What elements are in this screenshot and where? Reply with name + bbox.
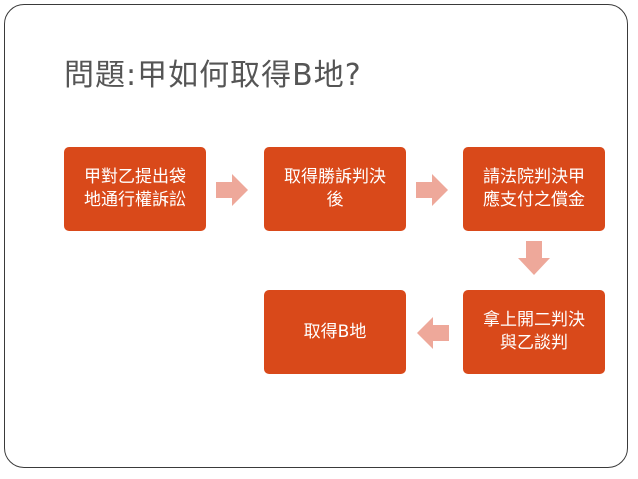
arrow-right-icon	[416, 174, 448, 206]
step-4-line-2: 與乙談判	[500, 333, 568, 353]
arrow-down-icon	[518, 241, 550, 275]
process-step-5: 取得B地	[264, 290, 406, 374]
arrow-left-icon	[417, 317, 449, 349]
process-step-2: 取得勝訴判決 後	[264, 147, 406, 231]
process-step-1: 甲對乙提出袋 地通行權訴訟	[64, 147, 206, 231]
step-4-line-1: 拿上開二判決	[483, 310, 585, 330]
process-step-4: 拿上開二判決 與乙談判	[463, 290, 605, 374]
slide-frame	[4, 4, 628, 468]
step-1-line-2: 地通行權訴訟	[84, 190, 186, 210]
slide-title: 問題:甲如何取得B地?	[64, 58, 362, 93]
step-3-line-2: 應支付之償金	[483, 190, 585, 210]
step-2-line-2: 後	[326, 190, 344, 210]
step-2-line-1: 取得勝訴判決	[284, 167, 386, 187]
step-1-line-1: 甲對乙提出袋	[84, 167, 186, 187]
step-5-line-1: 取得B地	[303, 321, 367, 342]
arrow-right-icon	[216, 174, 248, 206]
process-step-3: 請法院判決甲 應支付之償金	[463, 147, 605, 231]
step-3-line-1: 請法院判決甲	[483, 167, 585, 187]
